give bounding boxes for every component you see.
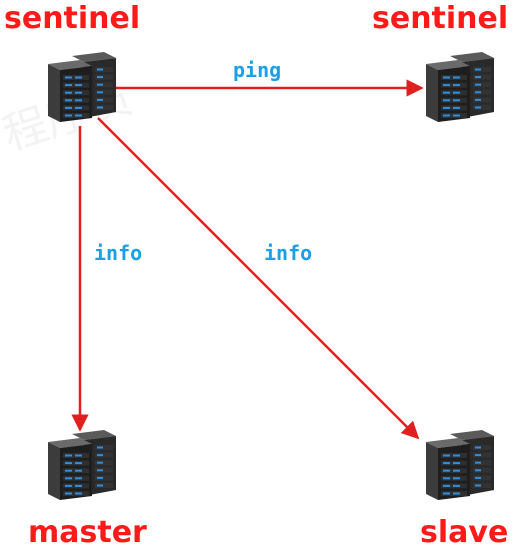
- slave-server-icon: [420, 430, 500, 500]
- edge-label-info-master: info: [94, 241, 143, 265]
- master-label: master: [28, 515, 147, 550]
- sentinel-right-label: sentinel: [372, 1, 509, 36]
- master-server-icon: [42, 430, 122, 500]
- sentinel-left-label: sentinel: [4, 1, 141, 36]
- edge-label-info-slave: info: [264, 241, 313, 265]
- edge-label-ping: ping: [233, 58, 282, 82]
- sentinel-left-server-icon: [42, 52, 122, 122]
- edge-info-slave: [97, 117, 420, 440]
- slave-label: slave: [420, 515, 509, 550]
- sentinel-right-server-icon: [420, 52, 500, 122]
